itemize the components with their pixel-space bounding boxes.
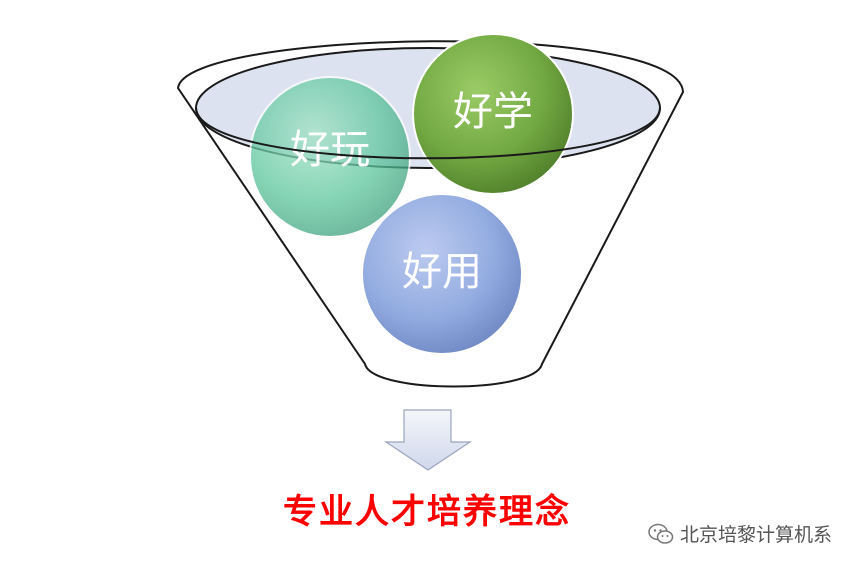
ball-haoxue-label: 好学 (453, 89, 533, 135)
wechat-icon (648, 523, 674, 545)
down-arrow-icon (386, 410, 470, 470)
ball-haoyong-label: 好用 (402, 249, 482, 295)
ball-haoyong: 好用 (362, 194, 522, 354)
watermark-text: 北京培黎计算机系 (680, 520, 832, 547)
watermark: 北京培黎计算机系 (648, 520, 832, 547)
ball-haoxue: 好学 (413, 34, 573, 194)
